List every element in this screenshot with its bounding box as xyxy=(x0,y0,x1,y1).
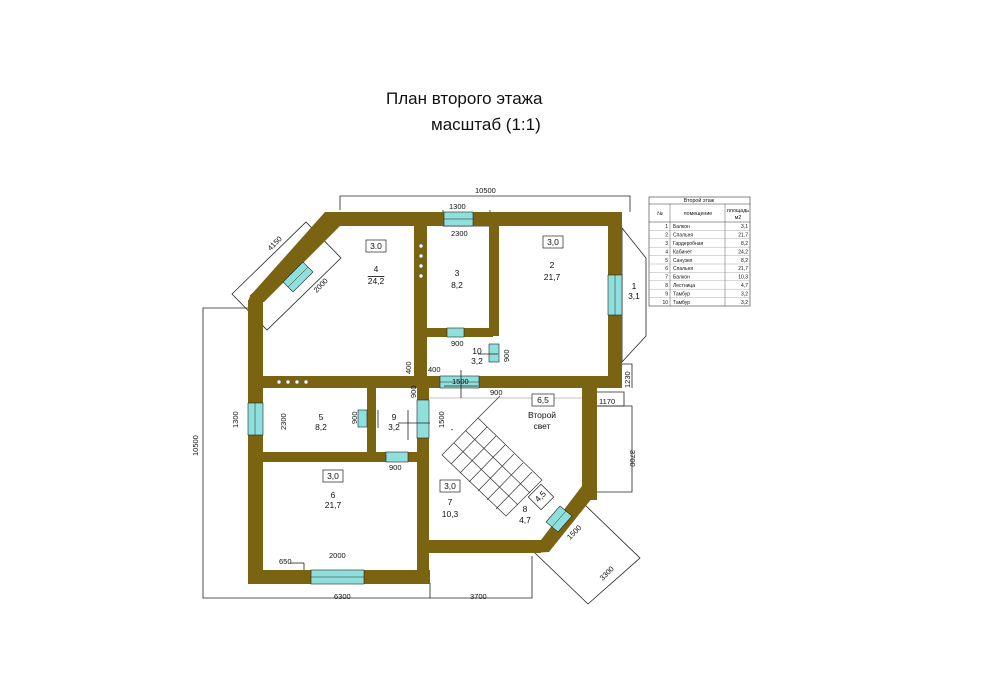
room-1-area: 3,1 xyxy=(628,291,640,301)
room-4-area: 24,2 xyxy=(368,276,385,286)
table-cell-area: 4,7 xyxy=(741,283,748,289)
second-light-dash: - xyxy=(451,424,454,434)
second-light-line1: Второй xyxy=(528,410,556,420)
table-cell-room: Кабинет xyxy=(673,249,693,255)
height-second-light: 6,5 xyxy=(537,395,549,405)
dim-400-v: 400 xyxy=(404,361,413,374)
dim-top-window: 1300 xyxy=(449,202,466,211)
table-cell-area: 21,7 xyxy=(738,233,748,239)
table-cell-room: Балкон xyxy=(673,275,690,281)
table-cell-area: 10,3 xyxy=(738,275,748,281)
table-cell-num: 4 xyxy=(665,249,668,255)
table-cell-room: Санузел xyxy=(673,258,693,264)
height-room-2: 3,0 xyxy=(547,237,559,247)
room-3-area: 8,2 xyxy=(451,280,463,290)
dim-900-v: 900 xyxy=(409,385,418,398)
table-cell-num: 6 xyxy=(665,266,668,272)
table-cell-area: 3,1 xyxy=(741,224,748,230)
table-cell-area: 8,2 xyxy=(741,241,748,247)
dim-diag-3300: 3300 xyxy=(598,564,616,582)
room-6-area: 21,7 xyxy=(325,500,342,510)
dim-diag-top-left: 4150 xyxy=(266,234,284,252)
room-3-num: 3 xyxy=(455,268,460,278)
table-cell-num: 9 xyxy=(665,291,668,297)
table-col-area-2: м2 xyxy=(735,215,742,221)
dim-6300: 6300 xyxy=(334,592,351,601)
room-8-area: 4,7 xyxy=(519,515,531,525)
dim-900-d: 900 xyxy=(389,463,402,472)
plan-scale: масштаб (1:1) xyxy=(431,115,541,134)
height-boxes xyxy=(322,235,564,511)
dim-1500-v: 1500 xyxy=(437,411,446,428)
table-col-room: помещение xyxy=(684,211,713,217)
table-cell-room: Спальня xyxy=(673,233,693,239)
dim-400: 400 xyxy=(428,365,441,374)
room-1-num: 1 xyxy=(632,281,637,291)
door-marks xyxy=(290,353,498,570)
table-col-num: № xyxy=(657,211,663,217)
table-cell-area: 8,2 xyxy=(741,258,748,264)
dim-3700-bottom: 3700 xyxy=(470,592,487,601)
dim-door-900-b: 900 xyxy=(502,349,511,362)
room-2-area: 21,7 xyxy=(544,272,561,282)
table-cell-room: Лестница xyxy=(673,283,695,289)
staircase xyxy=(429,395,582,517)
table-cell-num: 10 xyxy=(662,300,668,306)
second-light-line2: свет xyxy=(533,421,550,431)
dim-2000: 2000 xyxy=(329,551,346,560)
table-cell-num: 1 xyxy=(665,224,668,230)
table-col-area-1: площадь xyxy=(727,208,749,214)
table-cell-num: 5 xyxy=(665,258,668,264)
room-6-num: 6 xyxy=(331,490,336,500)
dim-door-900: 900 xyxy=(451,339,464,348)
table-cell-num: 8 xyxy=(665,283,668,289)
table-cell-num: 2 xyxy=(665,233,668,239)
room-10-num: 10 xyxy=(472,346,482,356)
dim-3700-right: 3700 xyxy=(628,450,637,467)
table-cell-room: Спальня xyxy=(673,266,693,272)
room-10-area: 3,2 xyxy=(471,356,483,366)
dim-left-2300: 2300 xyxy=(279,413,288,430)
room-4-num: 4 xyxy=(374,264,379,274)
height-room-6: 3,0 xyxy=(327,471,339,481)
table-cell-area: 21,7 xyxy=(738,266,748,272)
dim-overall-height: 10500 xyxy=(191,435,200,456)
dim-diag-window: 2000 xyxy=(312,276,330,294)
table-cell-num: 7 xyxy=(665,275,668,281)
dim-overall-width: 10500 xyxy=(475,186,496,195)
room-8-num: 8 xyxy=(523,504,528,514)
dim-650: 650 xyxy=(279,557,292,566)
room-9-area: 3,2 xyxy=(388,422,400,432)
room-9-num: 9 xyxy=(392,412,397,422)
plan-title: План второго этажа xyxy=(386,89,543,108)
table-cell-num: 3 xyxy=(665,241,668,247)
table-cell-area: 3,2 xyxy=(741,300,748,306)
dim-1230: 1230 xyxy=(623,371,632,388)
dim-left-1300: 1300 xyxy=(231,411,240,428)
dim-1500: 1500 xyxy=(452,377,469,386)
room-7-area: 10,3 xyxy=(442,509,459,519)
room-2-num: 2 xyxy=(550,260,555,270)
table-cell-room: Тамбур xyxy=(673,300,690,306)
dim-top-wall: 2300 xyxy=(451,229,468,238)
table-cell-room: Гардеробная xyxy=(673,241,704,247)
window-mullions xyxy=(254,218,616,578)
dim-left-900: 900 xyxy=(350,411,359,424)
table-cell-room: Балкон xyxy=(673,224,690,230)
railing-dots xyxy=(276,243,424,385)
dim-900-c: 900 xyxy=(490,388,503,397)
table-cell-area: 24,2 xyxy=(738,249,748,255)
table-cell-area: 3,2 xyxy=(741,291,748,297)
height-room-4: 3.0 xyxy=(370,241,382,251)
height-room-7: 3,0 xyxy=(444,481,456,491)
dim-1170: 1170 xyxy=(599,397,615,406)
room-5-num: 5 xyxy=(319,412,324,422)
room-5-area: 8,2 xyxy=(315,422,327,432)
table-title: Второй этаж xyxy=(684,197,715,204)
room-7-num: 7 xyxy=(448,497,453,507)
table-cell-room: Тамбур xyxy=(673,291,690,297)
